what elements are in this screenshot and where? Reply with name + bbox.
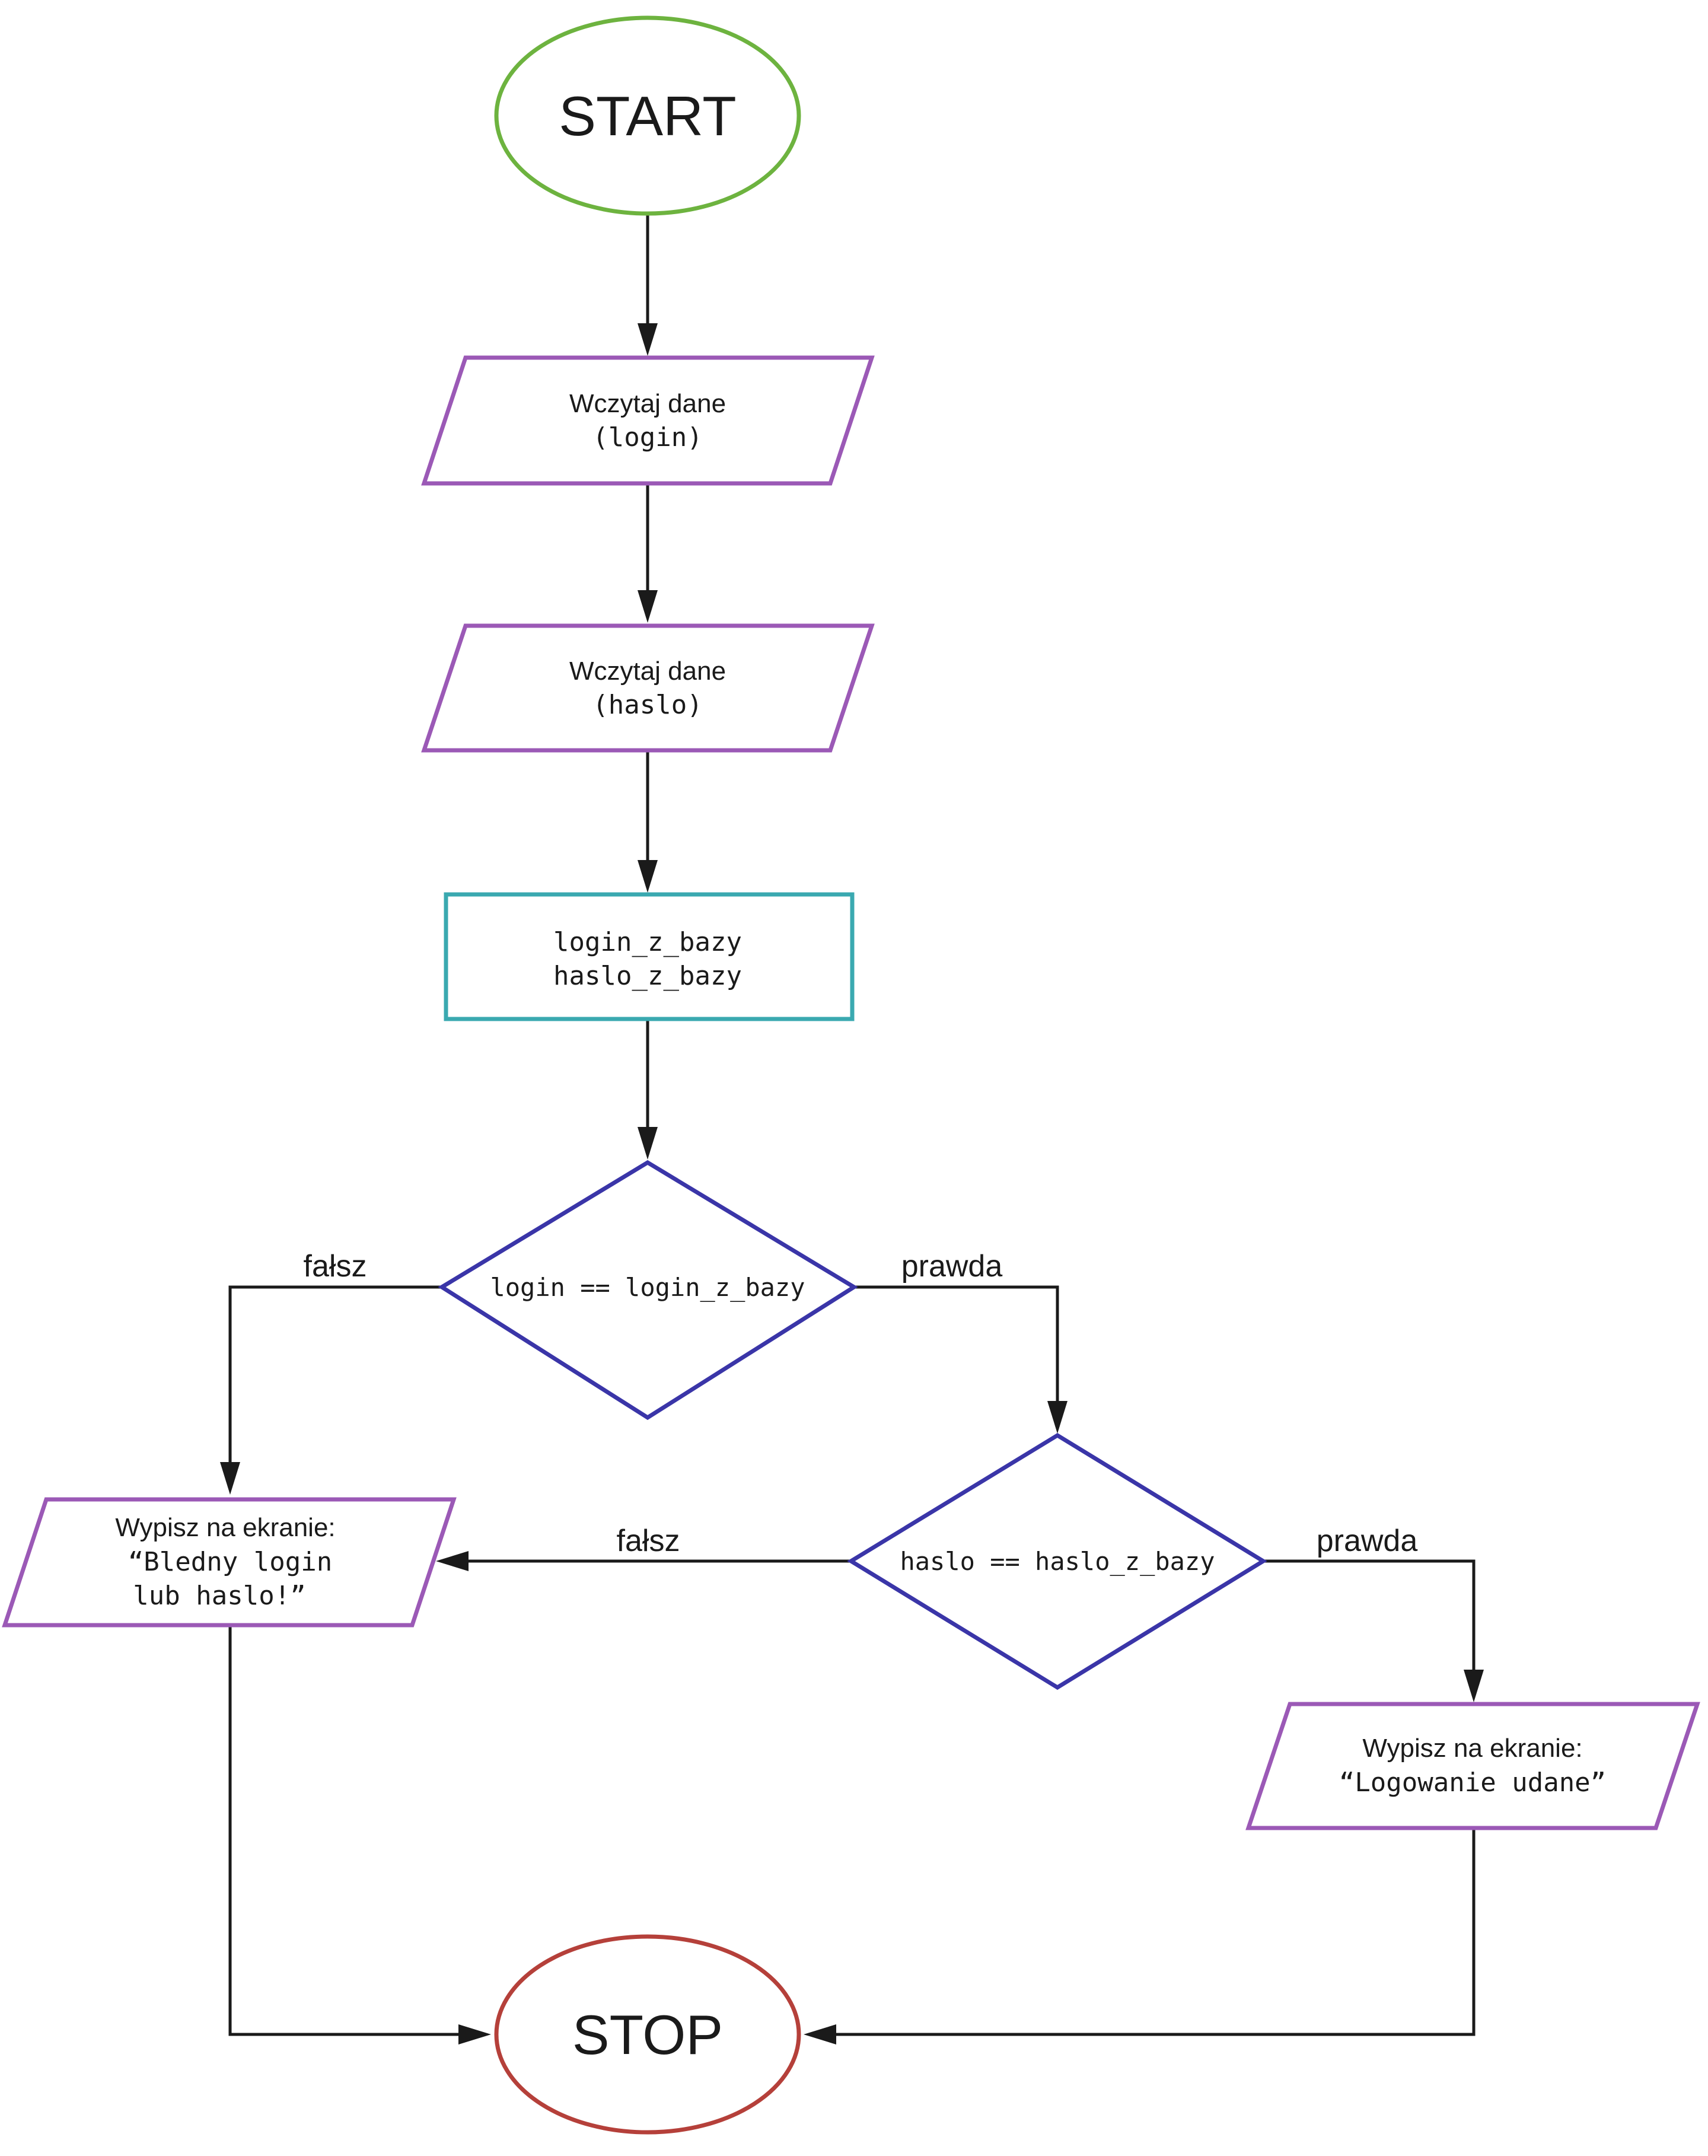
decision-haslo-node: haslo == haslo_z_bazy (847, 1432, 1267, 1690)
read-login-line2: (login) (592, 422, 702, 453)
decision-haslo-label: haslo == haslo_z_bazy (900, 1547, 1215, 1576)
connectors (220, 215, 1484, 2044)
read-haslo-node: Wczytaj dane (haslo) (421, 623, 875, 753)
decision-login-label: login == login_z_bazy (490, 1273, 805, 1302)
read-login-line1: Wczytaj dane (569, 389, 726, 418)
decision-login-diamond (438, 1160, 858, 1421)
output-success-node: Wypisz na ekranie: “Logowanie udane” (1245, 1702, 1700, 1830)
read-haslo-line1: Wczytaj dane (569, 657, 726, 686)
decision-login-node: login == login_z_bazy (438, 1160, 858, 1421)
arrowhead-haslo-false (436, 1551, 469, 1571)
edge-labels: fałsz prawda fałsz prawda (304, 1249, 1418, 1558)
process-rect (444, 892, 855, 1021)
output-success-parallelogram (1245, 1702, 1700, 1830)
arrowhead-read-login (638, 323, 658, 356)
start-node: START (494, 15, 801, 216)
arrowhead-stop-left (458, 2024, 491, 2044)
output-error-parallelogram (2, 1497, 457, 1628)
process-line2: haslo_z_bazy (553, 961, 742, 991)
arrowhead-read-haslo (638, 590, 658, 623)
edge-success-to-stop (836, 1830, 1476, 2036)
arrowhead-decision-haslo (1047, 1401, 1068, 1434)
start-ellipse (494, 15, 801, 216)
edge-label-haslo-true: prawda (1317, 1524, 1418, 1558)
process-node: login_z_bazy haslo_z_bazy (444, 892, 855, 1021)
stop-node: STOP (494, 1934, 801, 2135)
edge-error-to-stop (228, 1627, 458, 2036)
output-success-line2: “Logowanie udane” (1339, 1768, 1606, 1798)
read-haslo-line2: (haslo) (592, 690, 702, 720)
stop-label: STOP (572, 2004, 723, 2066)
arrowhead-output-error (220, 1462, 240, 1495)
output-error-line2: “Bledny login (128, 1547, 332, 1577)
arrowhead-decision-login (638, 1127, 658, 1160)
output-error-line1: Wypisz na ekranie: (115, 1513, 335, 1542)
read-login-parallelogram (421, 355, 875, 486)
stop-ellipse (494, 1934, 801, 2135)
read-haslo-parallelogram (421, 623, 875, 753)
arrowhead-output-success (1464, 1670, 1484, 1702)
start-label: START (559, 85, 736, 147)
edge-label-haslo-false: fałsz (617, 1524, 680, 1558)
arrowhead-stop-right (804, 2024, 836, 2044)
arrowhead-process (638, 860, 658, 893)
output-error-line3: lub haslo!” (133, 1581, 305, 1611)
edge-haslo-true (1263, 1559, 1476, 1670)
output-success-line1: Wypisz na ekranie: (1362, 1734, 1582, 1763)
edge-label-login-true: prawda (901, 1249, 1003, 1284)
decision-haslo-diamond (847, 1432, 1267, 1690)
edge-label-login-false: fałsz (304, 1249, 367, 1284)
edge-login-false (228, 1285, 442, 1462)
process-line1: login_z_bazy (553, 927, 742, 957)
read-login-node: Wczytaj dane (login) (421, 355, 875, 486)
output-error-node: Wypisz na ekranie: “Bledny login lub has… (2, 1497, 457, 1628)
edge-login-true (854, 1285, 1059, 1401)
